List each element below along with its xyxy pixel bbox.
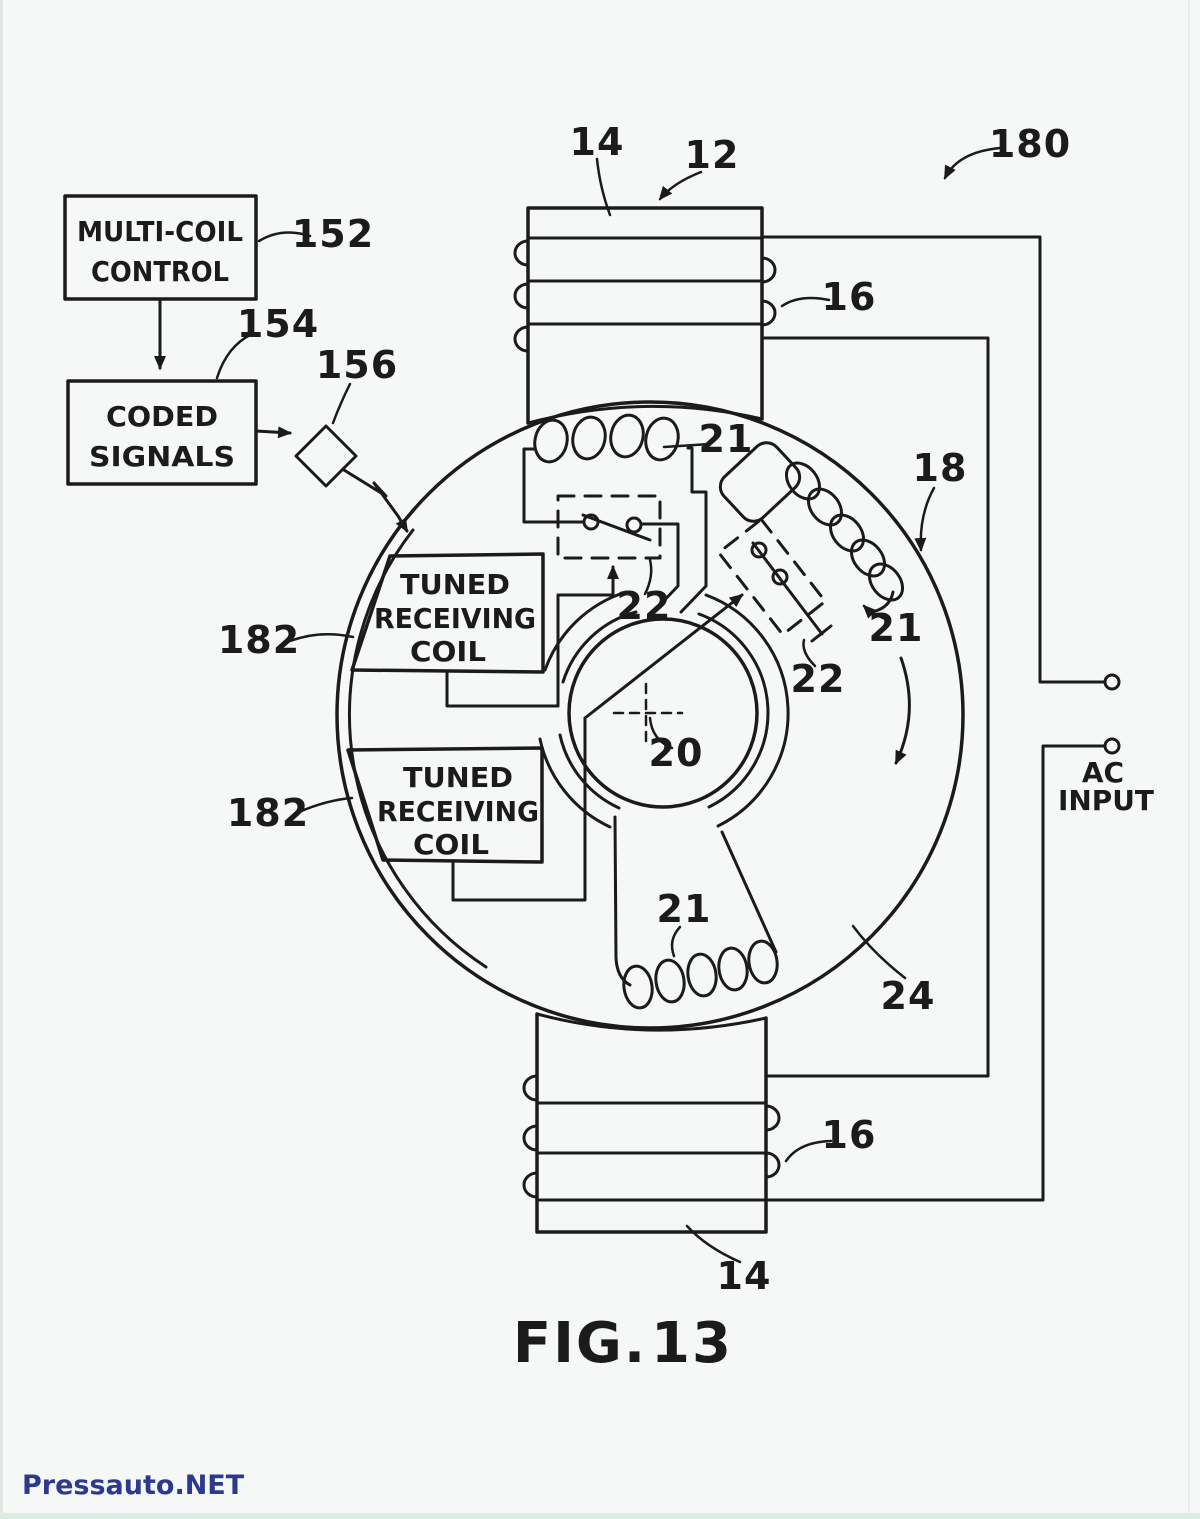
leader-lines — [215, 146, 1002, 1264]
ref-152: 152 — [292, 212, 374, 256]
ref-182-upper: 182 — [218, 618, 300, 662]
coded-signals-box: CODED SIGNALS — [66, 379, 258, 486]
rotor-to-switch2-arrow — [583, 593, 744, 720]
ac-terminal-lower — [1103, 737, 1121, 755]
ref-18: 18 — [913, 446, 968, 490]
ref-24: 24 — [881, 974, 936, 1018]
box1-to-switch-wire — [445, 593, 615, 708]
page-bottom-strip — [0, 1513, 1200, 1519]
ac-terminal-upper — [1103, 673, 1121, 691]
rotor-circle — [567, 617, 759, 809]
top-coil-left-lead — [522, 447, 586, 524]
ref-22-right: 22 — [791, 657, 846, 701]
page-left-edge — [0, 0, 3, 1519]
figure-caption-prefix: FIG. — [513, 1311, 647, 1376]
ref-16-top: 16 — [822, 275, 877, 319]
multi-coil-label-line1: MULTI-COIL — [77, 215, 243, 248]
switch2-blade — [751, 541, 824, 636]
rotation-direction-arrow — [894, 656, 911, 765]
ref-14-top: 14 — [570, 120, 625, 164]
rotor-assembly — [538, 590, 790, 829]
ref-21-top: 21 — [699, 417, 754, 461]
switch1-blade — [581, 513, 652, 542]
ref-12: 12 — [685, 133, 740, 177]
ac-input-label-line2: INPUT — [1058, 784, 1154, 817]
ref-21-bottom: 21 — [657, 887, 712, 931]
tuned-box2-line1: TUNED — [403, 761, 513, 794]
ref-180: 180 — [989, 122, 1071, 166]
box2-to-rotor-wire — [451, 716, 587, 902]
ref-21-right: 21 — [869, 606, 924, 650]
coded-to-transmitter-arrow — [254, 426, 292, 439]
centrifugal-switch-2 — [717, 517, 833, 643]
right-pole-core — [718, 441, 802, 523]
ac-supply-wiring — [760, 235, 1121, 1202]
ref-16-bottom: 16 — [822, 1113, 877, 1157]
switch1-contact-right — [625, 516, 643, 534]
figure-caption-number: 13 — [651, 1311, 733, 1376]
ref-154: 154 — [237, 302, 319, 346]
tuned-receiving-coil-box-2: TUNED RECEIVING COIL — [346, 746, 544, 864]
top-coil-right-lead — [679, 446, 708, 614]
bottom-field-coil — [522, 1012, 781, 1234]
ac-input-label-line1: AC — [1082, 756, 1124, 789]
tuned-box2-line2: RECEIVING — [377, 795, 539, 828]
tuned-box2-line3: COIL — [413, 828, 489, 861]
top-pole-coil — [533, 413, 680, 464]
bottom-pole-coil — [613, 815, 779, 1010]
ref-20: 20 — [649, 731, 704, 775]
tuned-box1-line1: TUNED — [400, 568, 510, 601]
ref-156: 156 — [316, 343, 398, 387]
page-right-edge — [1188, 0, 1190, 1519]
tuned-box1-line3: COIL — [410, 635, 486, 668]
multi-coil-label-line2: CONTROL — [91, 255, 229, 288]
top-switch-output-lead — [639, 522, 680, 612]
coded-signals-label-line2: SIGNALS — [89, 440, 235, 473]
centrifugal-switch-1 — [556, 494, 662, 560]
tuned-box1-line2: RECEIVING — [374, 602, 536, 635]
coded-signals-label-line1: CODED — [106, 400, 218, 433]
transmitter-diamond-icon — [294, 424, 358, 488]
ref-14-bottom: 14 — [717, 1254, 772, 1298]
multi-coil-control-box: MULTI-COIL CONTROL — [63, 194, 258, 301]
radio-signal-zigzag-arrow-icon — [342, 468, 409, 533]
switch2-blade-tip — [810, 624, 833, 643]
ref-22-left: 22 — [617, 584, 672, 628]
tuned-receiving-coil-box-1: TUNED RECEIVING COIL — [350, 552, 545, 674]
stator-outer-circle — [335, 400, 965, 1030]
top-field-coil — [513, 206, 777, 425]
watermark-text: Pressauto.NET — [22, 1470, 245, 1501]
ref-182-lower: 182 — [227, 791, 309, 835]
